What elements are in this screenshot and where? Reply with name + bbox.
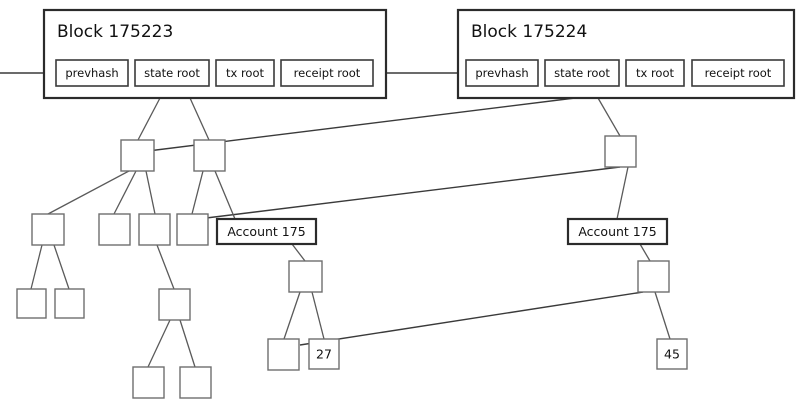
block-175224-field-prevhash[interactable]	[465, 59, 539, 87]
edge-L-b-to-accleft	[214, 170, 236, 220]
edge-L-a-to-L-c	[47, 170, 130, 215]
block-175224-field-receipt-root-label: receipt root	[705, 66, 772, 80]
account-box-left[interactable]: Account 175	[215, 217, 318, 246]
edge-L-i-to-L-j	[147, 319, 171, 368]
account-box-left-label: Account 175	[227, 224, 305, 239]
edge-stateroot175223-to-L-a	[137, 97, 161, 141]
account-box-right-frame[interactable]	[566, 217, 669, 246]
trie-node-account-left-leaf-empty[interactable]	[267, 338, 300, 371]
block-175223-field-prevhash[interactable]	[55, 59, 129, 87]
block-175223-field-tx-root-label: tx root	[226, 66, 265, 80]
trie-node-left-leaf-g[interactable]	[16, 288, 47, 319]
trie-edges-layer	[30, 97, 671, 368]
account-boxes-layer: Account 175 Account 175	[215, 217, 669, 246]
trie-node-left-leaf-h[interactable]	[54, 288, 85, 319]
trie-node-left-child-f[interactable]	[176, 213, 209, 246]
edge-accright-to-A2-n	[639, 243, 651, 262]
edge-L-b-to-L-f	[191, 170, 204, 215]
block-175224-field-prevhash-label: prevhash	[475, 66, 528, 80]
shared-edge-A2-n-to-left-leaf	[299, 291, 644, 346]
block-175224: Block 175224 prevhash state root tx root rec…	[456, 8, 796, 100]
block-175224-field-tx-root[interactable]	[625, 59, 685, 87]
trie-node-account-left-child[interactable]	[288, 260, 323, 293]
trie-node-left-mid-i[interactable]	[158, 288, 191, 321]
trie-node-left-child-d[interactable]	[98, 213, 131, 246]
edge-R-a-to-accright	[616, 166, 629, 220]
block-175224-field-state-root-label: state root	[554, 66, 610, 80]
value-node-45-box[interactable]	[656, 338, 688, 370]
edge-accleft-to-A1-n	[291, 243, 306, 262]
edge-L-i-to-L-k	[179, 319, 196, 368]
trie-node-right-branch-a[interactable]	[604, 135, 637, 168]
block-175223-title: Block 175223	[57, 22, 173, 42]
block-175223-field-state-root-label: state root	[144, 66, 200, 80]
blocks-layer: Block 175223 prevhash state root tx root rec…	[42, 8, 796, 100]
value-node-27-label: 27	[316, 347, 332, 362]
block-175224-field-receipt-root[interactable]	[691, 59, 785, 87]
account-box-right-label: Account 175	[578, 224, 656, 239]
block-175223-field-receipt-root-label: receipt root	[294, 66, 361, 80]
trie-nodes-layer	[16, 135, 670, 399]
trie-node-left-leaf-k[interactable]	[179, 366, 212, 399]
block-175223-field-state-root[interactable]	[134, 59, 210, 87]
edge-stateroot175223-to-L-b	[189, 97, 210, 141]
value-nodes-layer: 27 45	[308, 338, 688, 370]
edge-A2-n-to-V45	[654, 291, 671, 340]
value-node-45-label: 45	[664, 347, 680, 362]
value-node-45[interactable]: 45	[656, 338, 688, 370]
edge-L-a-to-L-e	[145, 170, 156, 215]
edge-A1-n-to-A1-x	[283, 291, 301, 340]
trie-node-left-leaf-j[interactable]	[132, 366, 165, 399]
block-175224-title: Block 175224	[471, 22, 587, 42]
trie-node-left-branch-a[interactable]	[120, 139, 155, 172]
trie-node-left-child-c[interactable]	[31, 213, 65, 246]
block-175223: Block 175223 prevhash state root tx root rec…	[42, 8, 388, 100]
trie-node-account-right-child[interactable]	[637, 260, 670, 293]
edge-A1-n-to-V27	[311, 291, 325, 340]
block-175224-field-state-root[interactable]	[544, 59, 620, 87]
block-175223-field-tx-root[interactable]	[215, 59, 275, 87]
edge-L-c-to-L-g	[30, 244, 43, 290]
trie-node-left-branch-b[interactable]	[193, 139, 226, 172]
edge-L-a-to-L-d	[113, 170, 137, 215]
trie-node-left-child-e[interactable]	[138, 213, 171, 246]
account-box-right[interactable]: Account 175	[566, 217, 669, 246]
block-175224-field-tx-root-label: tx root	[636, 66, 675, 80]
account-box-left-frame[interactable]	[215, 217, 318, 246]
block-175223-field-receipt-root[interactable]	[280, 59, 374, 87]
edge-L-c-to-L-h	[53, 244, 70, 290]
value-node-27-box[interactable]	[308, 338, 340, 370]
value-node-27[interactable]: 27	[308, 338, 340, 370]
edge-stateroot175224-to-R-a	[597, 97, 621, 137]
edge-L-e-to-L-i	[156, 244, 175, 290]
block-175223-field-prevhash-label: prevhash	[65, 66, 118, 80]
shared-edge-R-a-to-left-subtree	[189, 166, 621, 221]
